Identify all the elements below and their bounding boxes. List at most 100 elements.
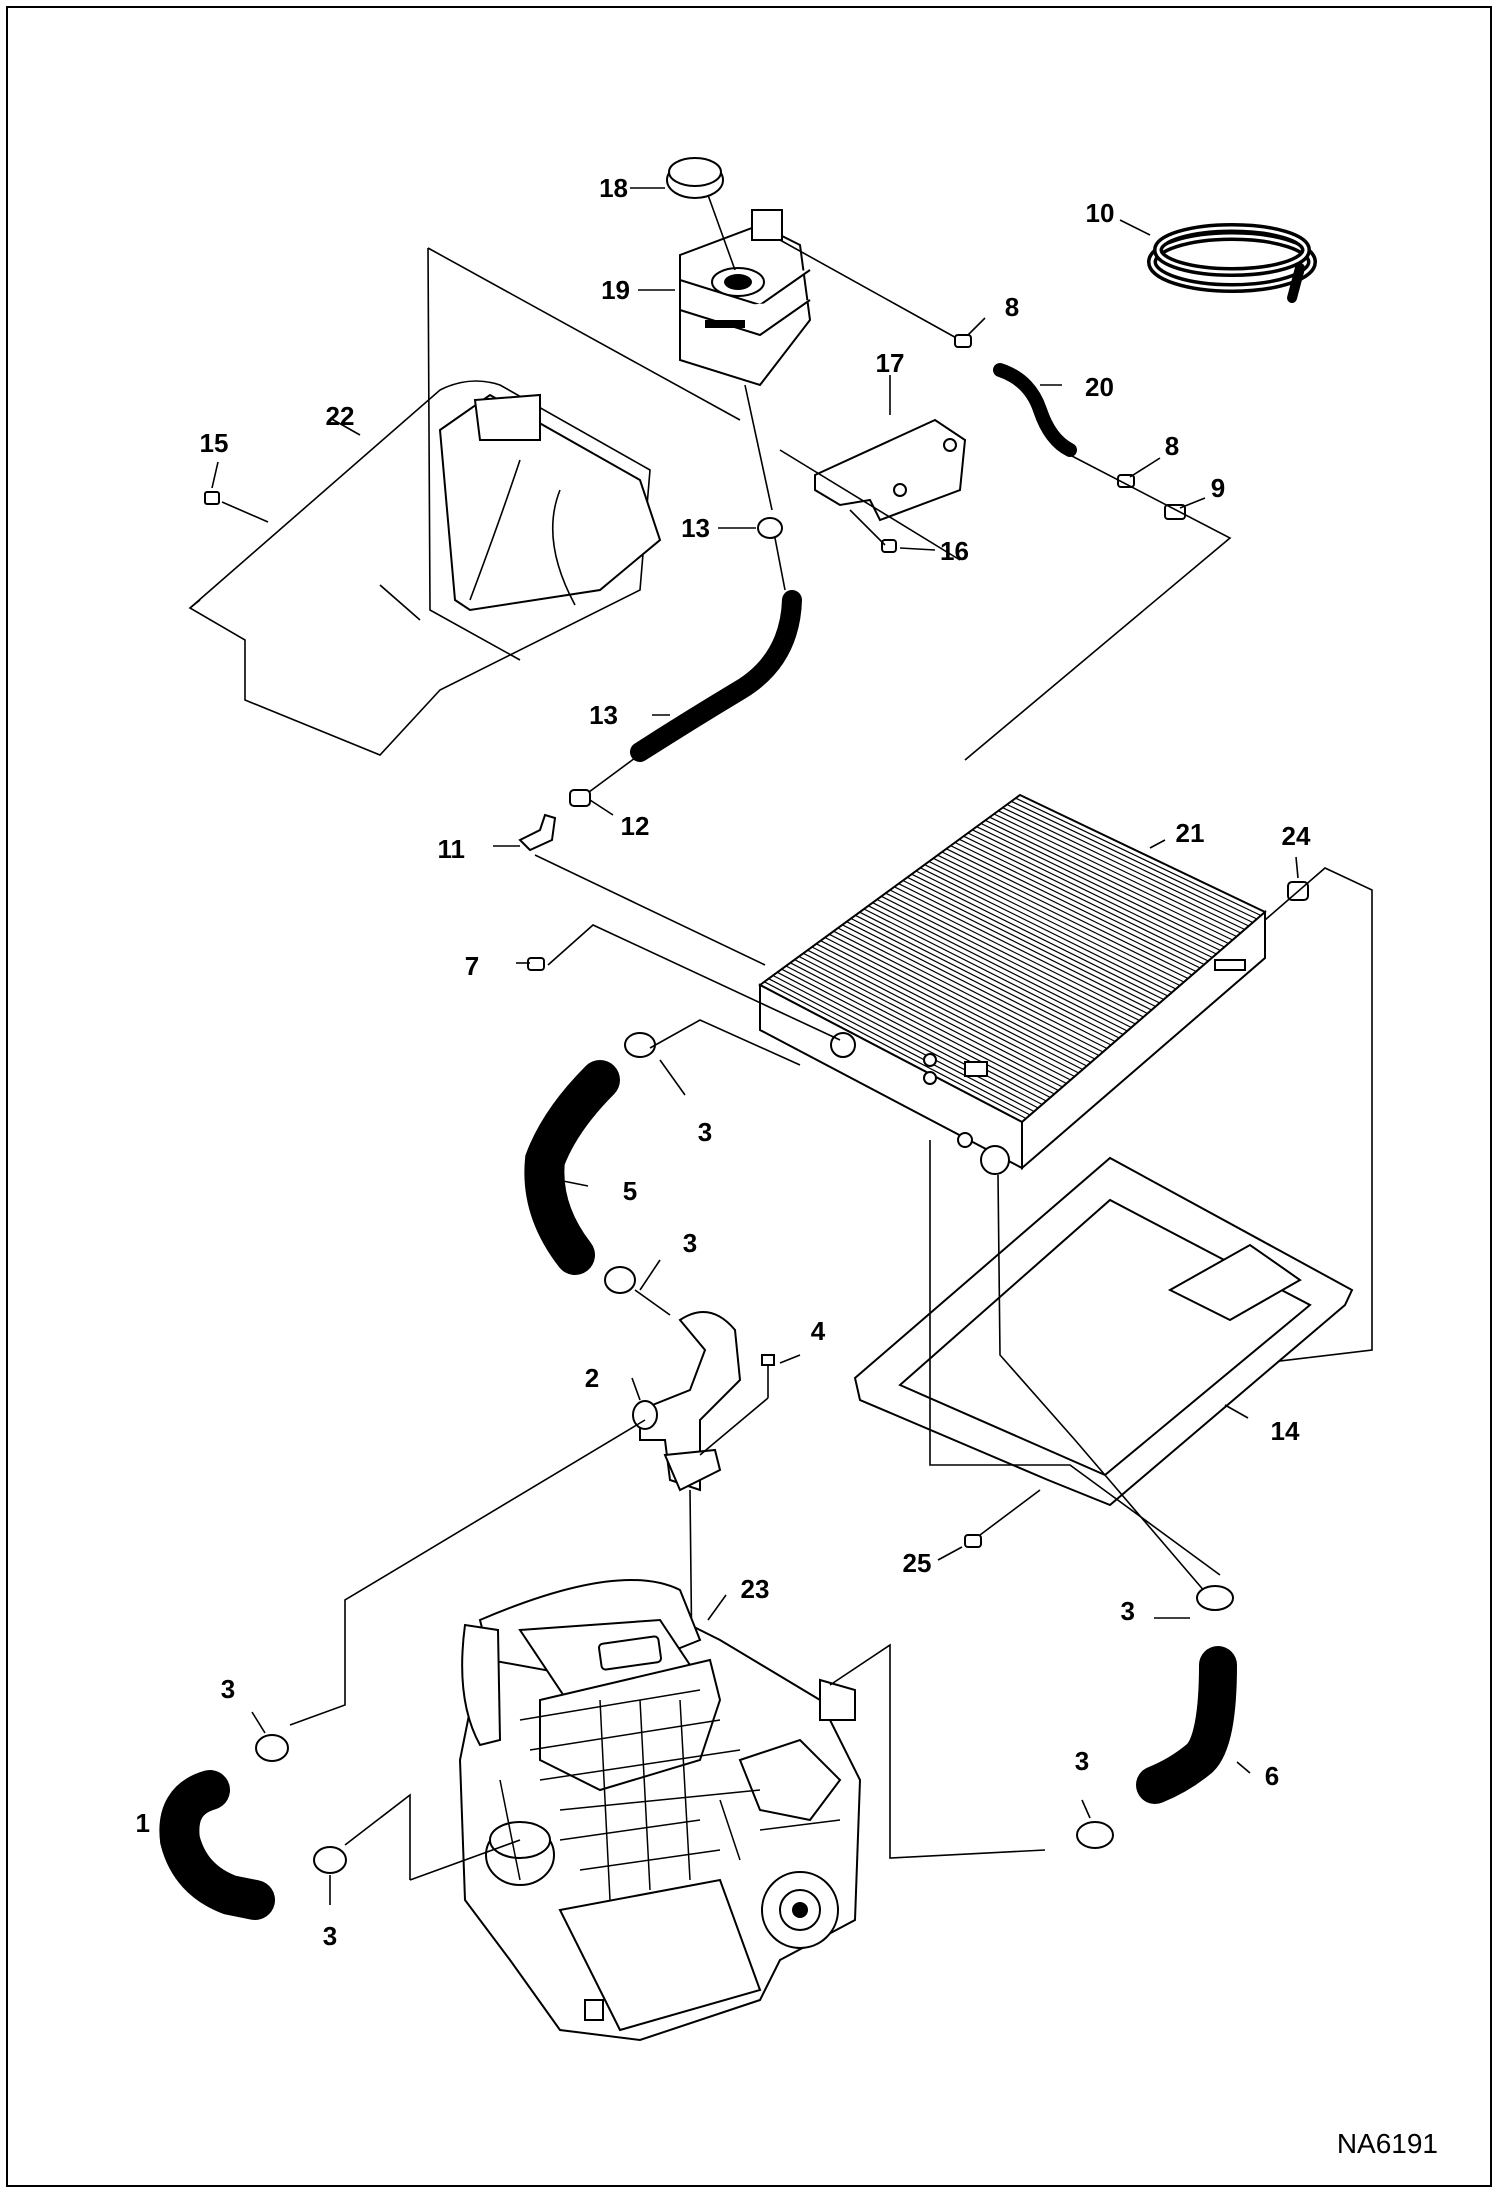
engine-detail-line (759, 1819, 841, 1831)
radiator-fin (889, 889, 1144, 1018)
radiator-fin (920, 867, 1173, 994)
coolant-reservoir-19 (679, 209, 812, 387)
small-clamp-8b (1117, 474, 1135, 488)
small-clamp-8a (954, 334, 972, 348)
engine-detail-line (639, 1699, 651, 1891)
radiator-fin (868, 905, 1124, 1036)
radiator-fin (803, 952, 1063, 1088)
radiator-fin (824, 936, 1084, 1071)
engine-23 (458, 1579, 862, 2042)
callout-20: 20 (1085, 372, 1114, 402)
radiator-fin (829, 933, 1088, 1067)
hose-clamp-3a (624, 1032, 656, 1058)
callout-23: 23 (741, 1574, 770, 1604)
bolt-4 (761, 1354, 775, 1398)
callout-21: 21 (1176, 818, 1205, 848)
callout-1: 1 (136, 1808, 150, 1838)
radiator-fin (993, 813, 1241, 934)
callout-4: 4 (811, 1316, 826, 1346)
radiator-fin (985, 819, 1233, 941)
radiator-fin (898, 883, 1152, 1011)
radiator-fin (794, 959, 1055, 1095)
bolt-15 (204, 491, 220, 505)
radiator-fin (863, 908, 1120, 1039)
radiator-fin (885, 892, 1140, 1022)
radiator-fin (842, 924, 1100, 1057)
radiator-fin (811, 946, 1071, 1081)
engine-detail-line (499, 1779, 521, 1881)
fitting-9 (1164, 504, 1186, 520)
radiator-fin (928, 860, 1181, 987)
radiator-fin (772, 974, 1035, 1113)
callout-3: 3 (221, 1674, 235, 1704)
radiator-fin (902, 879, 1156, 1008)
reservoir-cap-18 (666, 157, 724, 199)
radiator-fin (781, 968, 1043, 1106)
engine-detail-line (599, 1699, 611, 1901)
hose-clamp-3c (255, 1734, 289, 1762)
radiator-fin (785, 965, 1047, 1102)
nut-16 (881, 539, 897, 553)
figure-id: NA6191 (1337, 2128, 1438, 2159)
callout-11: 11 (438, 834, 466, 864)
callout-8: 8 (1005, 292, 1019, 322)
engine-detail-line (559, 1819, 701, 1841)
engine-detail-line (579, 1849, 721, 1871)
lower-hose-engine-1 (159, 1770, 275, 1920)
radiator-mount-frame-14 (853, 1156, 1354, 1507)
callout-10: 10 (1086, 198, 1115, 228)
radiator-fin (1011, 800, 1258, 920)
engine-detail-line (539, 1749, 741, 1781)
radiator-fin (946, 848, 1197, 973)
radiator-fin (881, 895, 1136, 1025)
engine-detail-line (519, 1689, 701, 1721)
clamp-12 (569, 789, 591, 807)
callout-13: 13 (681, 513, 710, 543)
radiator-fin (768, 978, 1031, 1116)
callout-5: 5 (623, 1176, 637, 1206)
overflow-hose-20 (993, 363, 1077, 457)
callout-9: 9 (1211, 473, 1225, 503)
radiator-fin (941, 851, 1193, 976)
engine-detail-line (679, 1699, 691, 1881)
hose-clamp-3b (604, 1266, 636, 1294)
radiator-fin (777, 971, 1039, 1109)
lower-radiator-hose-6 (1136, 1646, 1237, 1804)
reservoir-bracket-17 (814, 418, 967, 522)
radiator-fin (911, 873, 1165, 1001)
diagram-frame (6, 6, 1492, 2187)
hose-clamp-3f (1076, 1821, 1114, 1849)
reservoir-hose-13b (630, 590, 802, 762)
radiator-fin (963, 835, 1213, 959)
callout-2: 2 (585, 1363, 599, 1393)
hose-clamp-3d (313, 1846, 347, 1874)
radiator-fin (959, 838, 1209, 962)
callout-24: 24 (1282, 821, 1311, 851)
callout-25: 25 (903, 1548, 932, 1578)
drain-plug-7 (527, 957, 545, 971)
callout-3: 3 (698, 1117, 712, 1147)
radiator-fin (980, 822, 1229, 945)
callout-labels: 1 2 3 3 3 3 3 3 4 5 6 7 8 8 9 10 11 12 1… (136, 173, 1311, 1951)
radiator-fin (855, 914, 1112, 1046)
radiator-fin (998, 810, 1246, 931)
clamp-13a (757, 517, 783, 539)
radiator-fin (989, 816, 1237, 938)
radiator-fin (1006, 803, 1254, 924)
radiator-fin (872, 902, 1128, 1032)
elbow-fitting-11 (518, 813, 557, 852)
radiator-fin (933, 857, 1185, 983)
callout-6: 6 (1265, 1761, 1279, 1791)
hose-clamp-3e (1196, 1585, 1234, 1611)
radiator-fin (976, 826, 1225, 948)
radiator-fin (850, 917, 1108, 1050)
radiator-fin (894, 886, 1148, 1015)
outlet-elbow-2 (632, 1311, 742, 1492)
radiator-fin (807, 949, 1067, 1085)
engine-detail-line (559, 1789, 761, 1811)
radiator-fin (876, 898, 1132, 1029)
callout-13: 13 (589, 700, 618, 730)
radiator-fin (859, 911, 1116, 1043)
callout-16: 16 (940, 536, 969, 566)
